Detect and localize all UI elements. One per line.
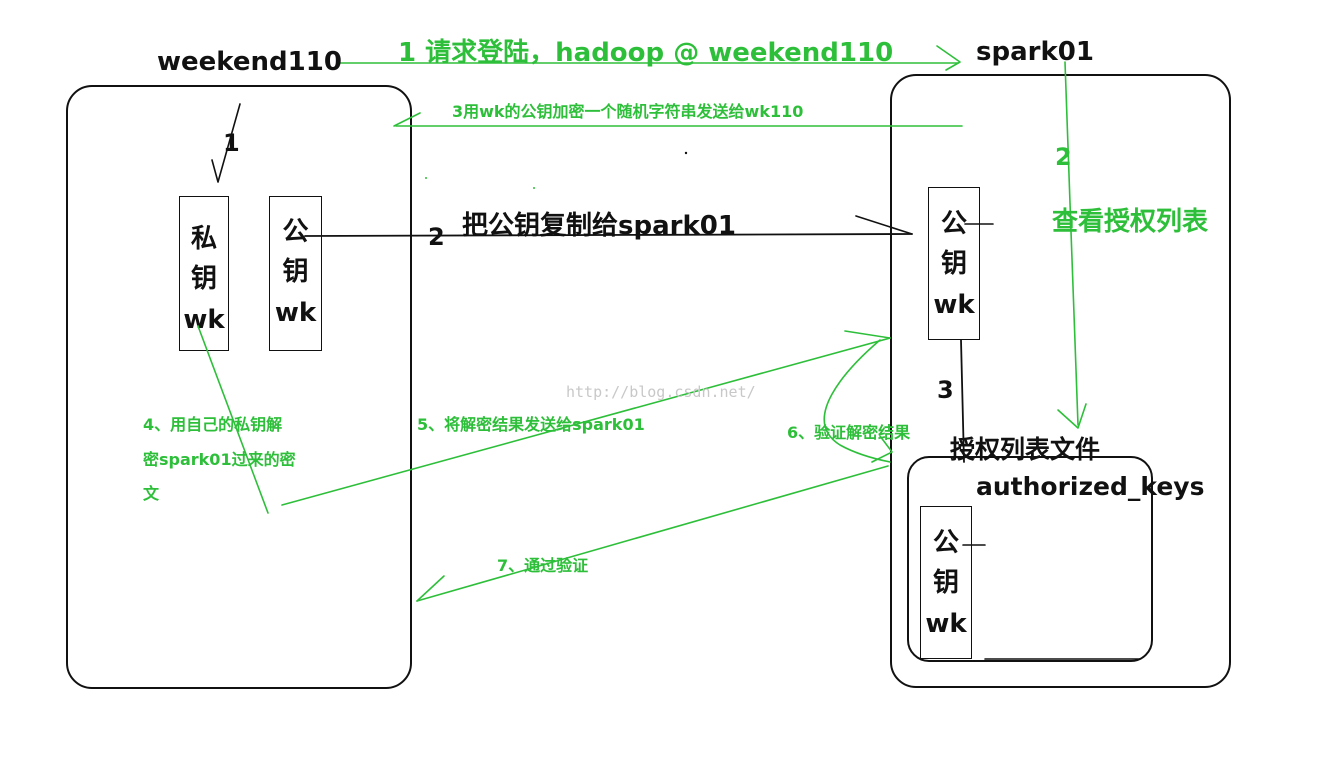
server-public-key: 公 钥 wk bbox=[928, 187, 980, 340]
encrypt-arrowhead bbox=[393, 112, 421, 127]
stray-dot-green-2 bbox=[533, 187, 535, 189]
private-key-char-2: 钥 bbox=[190, 264, 217, 295]
check-list-arrowhead bbox=[1057, 403, 1087, 429]
public-key-char-2: 钥 bbox=[282, 257, 309, 288]
auth-key-char-1: 公 bbox=[932, 528, 959, 558]
step2-check-label: 查看授权列表 bbox=[1052, 207, 1209, 237]
step2-copy-number: 2 bbox=[428, 223, 445, 251]
step4-line1: 4、用自己的私钥解 bbox=[143, 415, 283, 434]
step6-label: 6、验证解密结果 bbox=[787, 423, 911, 442]
server-key-char-2: 钥 bbox=[940, 249, 967, 280]
watermark: http://blog.csdn.net/ bbox=[566, 383, 756, 401]
server-host-label: spark01 bbox=[976, 37, 1094, 67]
client-public-key: 公 钥 wk bbox=[269, 196, 322, 351]
auth-key-char-3: wk bbox=[925, 608, 967, 639]
copy-key-arrowhead bbox=[855, 215, 913, 235]
authorized-keys-box bbox=[907, 456, 1153, 662]
step2-copy-label: 把公钥复制给spark01 bbox=[462, 211, 736, 241]
step3-line bbox=[960, 339, 965, 463]
server-host-box bbox=[890, 74, 1231, 688]
client-private-key: 私 钥 wk bbox=[179, 196, 229, 351]
check-list-arrow bbox=[1064, 61, 1079, 426]
auth-file-title: 授权列表文件 bbox=[950, 435, 1101, 464]
copy-key-line bbox=[304, 233, 913, 237]
step3-encrypt-label: 3用wk的公钥加密一个随机字符串发送给wk110 bbox=[452, 102, 804, 121]
passed-arrow bbox=[416, 465, 889, 602]
decrypt-arrow bbox=[197, 325, 269, 514]
auth-key-char-2: 钥 bbox=[932, 568, 959, 599]
stray-dot bbox=[684, 151, 688, 155]
step4-line2: 密spark01过来的密 bbox=[143, 450, 296, 469]
verify-loop-arrowhead bbox=[871, 435, 893, 463]
authorized-public-key: 公 钥 wk bbox=[920, 506, 972, 659]
step1-login-label: 1 请求登陆，hadoop @ weekend110 bbox=[398, 38, 894, 68]
step5-label: 5、将解密结果发送给spark01 bbox=[417, 415, 645, 434]
auth-file-name: authorized_keys bbox=[976, 472, 1205, 501]
private-key-char-3: wk bbox=[183, 304, 225, 335]
local-step1-mark bbox=[211, 103, 241, 183]
stray-dot-green bbox=[425, 177, 427, 179]
public-key-char-1: 公 bbox=[282, 217, 309, 247]
passed-arrowhead bbox=[416, 575, 445, 602]
step3-number: 3 bbox=[937, 376, 954, 404]
client-host-label: weekend110 bbox=[157, 47, 342, 77]
step7-label: 7、通过验证 bbox=[497, 556, 589, 575]
step2-check-number: 2 bbox=[1055, 143, 1072, 171]
step4-line3: 文 bbox=[143, 484, 160, 503]
server-key-char-3: wk bbox=[933, 289, 975, 320]
login-arrowhead bbox=[936, 45, 961, 71]
verify-loop bbox=[823, 339, 891, 463]
send-result-arrow bbox=[281, 337, 891, 506]
send-result-arrowhead bbox=[844, 330, 891, 339]
public-key-char-3: wk bbox=[274, 297, 317, 328]
server-key-char-1: 公 bbox=[940, 209, 967, 239]
private-key-char-1: 私 bbox=[190, 224, 217, 254]
client-host-box bbox=[66, 85, 412, 689]
step1-local-number: 1 bbox=[223, 129, 240, 157]
